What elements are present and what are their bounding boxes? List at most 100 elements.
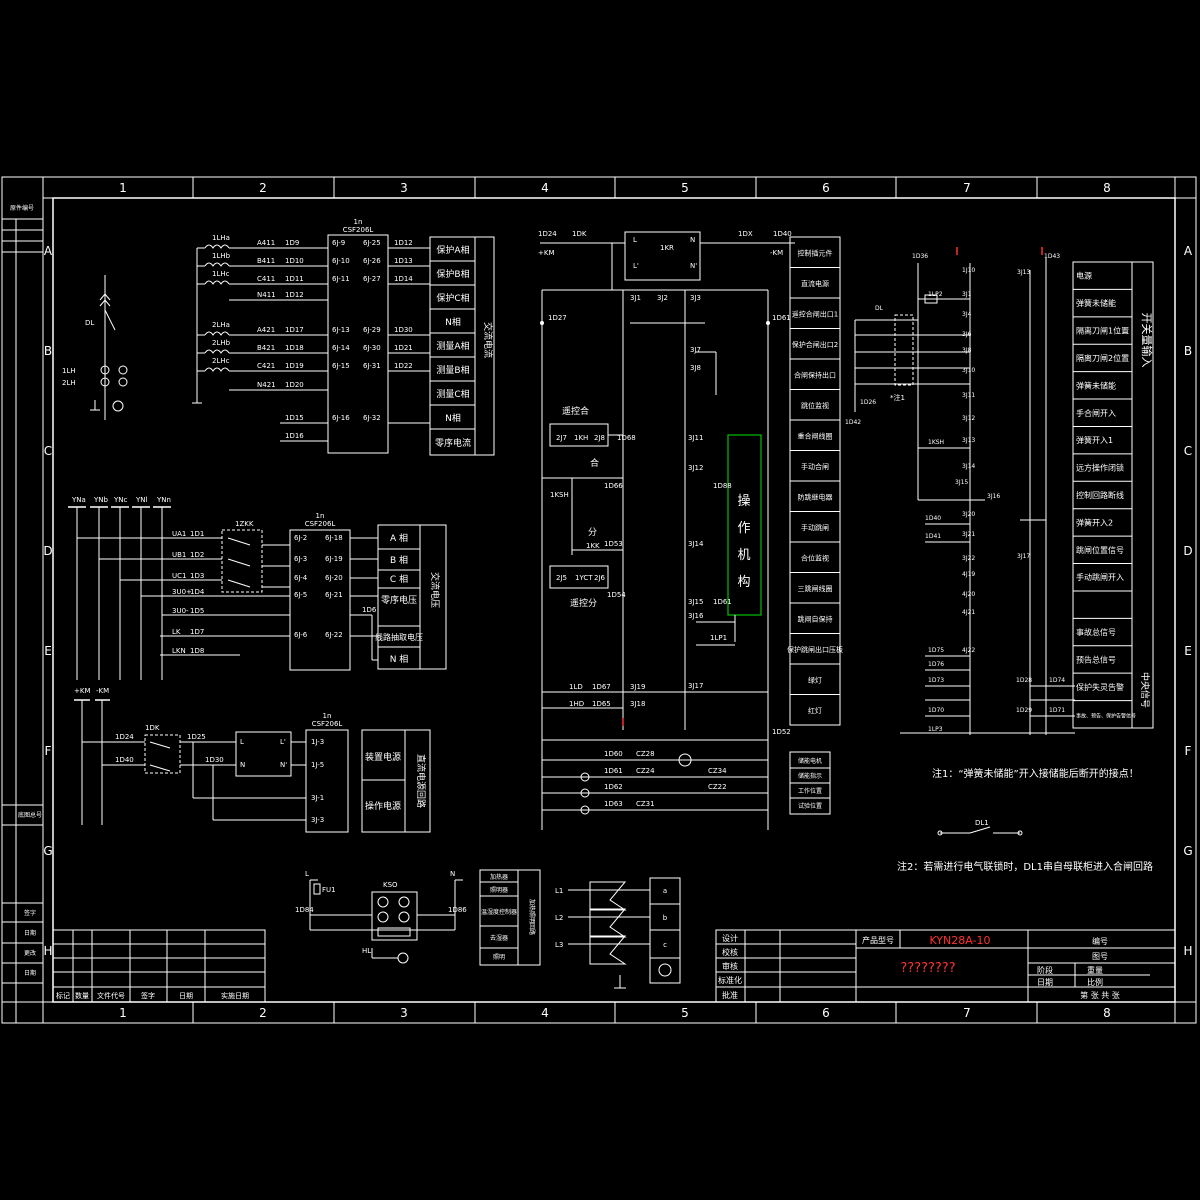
term-label: 1D1	[190, 530, 204, 538]
row-label: G	[1183, 844, 1192, 858]
term-label: 1D36	[912, 253, 928, 260]
node-label: 1D27	[548, 314, 567, 322]
note-mark: *注1	[890, 393, 905, 402]
pin-label: CZ22	[708, 783, 727, 791]
power-pin: N'	[280, 761, 287, 769]
contact-label: 2J7	[556, 434, 567, 442]
table-cell: N 相	[390, 653, 409, 665]
bus-label: YNb	[93, 496, 109, 504]
pin-label: 3J3	[690, 294, 701, 302]
relay-pin: 1J-3	[311, 738, 324, 746]
remote-trip-label: 遥控分	[570, 597, 597, 609]
relay-pin: 3J-1	[311, 794, 324, 802]
column-labels: 1 2 3 4 5 6 7 8 1 2 3 4 5 6 7 8	[119, 177, 1111, 1023]
term-label: 1D6	[362, 606, 377, 614]
node-label: 1D54	[607, 591, 626, 599]
control-table-cell: 三跳闸线圈	[798, 584, 833, 593]
relay-pin: 6J-25	[363, 239, 381, 247]
term-label: 1D26	[860, 399, 876, 406]
table-cell: B 相	[390, 554, 408, 566]
tb-label: 审核	[722, 961, 738, 971]
table-cell: 测量B相	[436, 364, 469, 376]
relay-pin: 6J-32	[363, 414, 381, 422]
ct-label: 2LHc	[212, 357, 230, 365]
table-cell: A 相	[390, 532, 408, 544]
bus-label: -KM	[770, 249, 783, 257]
contact-label: 1LD	[569, 683, 583, 691]
wire-label: UB1	[172, 551, 186, 559]
relay-pin: 6J-3	[294, 555, 307, 563]
mechanism-label: 作	[737, 521, 750, 536]
term-label: 1DX	[738, 230, 753, 238]
tb-label: 图号	[1092, 952, 1108, 961]
table-cell: 保护A相	[436, 244, 469, 256]
binary-table-cell: 弹簧开入1	[1076, 435, 1113, 445]
binary-table-cell: 弹簧未储能	[1076, 380, 1116, 390]
table-cell: 操作电源	[365, 800, 401, 812]
pin-label: 3J1	[630, 294, 641, 302]
binary-table-cell: 弹簧开入2	[1076, 517, 1113, 527]
annunciator-cell: 试验位置	[798, 802, 822, 810]
term-label: 1D28	[1016, 677, 1032, 684]
annunciator-cell: 工作位置	[798, 787, 822, 795]
wire-label: B411	[257, 257, 275, 265]
heater-label: L	[305, 870, 309, 878]
drawing-name: ????????	[900, 961, 955, 976]
col-label: 8	[1103, 1006, 1111, 1020]
term-label: 1D12	[394, 239, 413, 247]
tb-label: 编号	[1092, 936, 1108, 946]
table-cell: 零序电压	[381, 594, 417, 606]
revision-block: 标记 数量 文件代号 签字 日期 实施日期	[52, 929, 266, 1003]
relay-pin: 6J-5	[294, 591, 307, 599]
col-label: 7	[963, 1006, 971, 1020]
term-label: 1D21	[394, 344, 413, 352]
wire-label: C411	[257, 275, 275, 283]
pin-label: 3J6	[962, 331, 972, 338]
pin-label: 3J7	[690, 346, 701, 354]
row-label: B	[44, 344, 52, 358]
col-label: 5	[681, 1006, 689, 1020]
tb-label: 比例	[1087, 977, 1103, 987]
binary-table-cell: 隔离刀闸1位置	[1076, 326, 1129, 336]
power-pin: N	[240, 761, 245, 769]
outer-frame	[1, 176, 1197, 1024]
wire-label: N421	[257, 381, 276, 389]
table-cell: 线路抽取电压	[375, 632, 423, 642]
pin-label: 3J16	[987, 493, 1000, 500]
rev-header: 数量	[75, 991, 89, 1000]
pin-label: 3J13	[962, 437, 975, 444]
table-cell: N相	[445, 316, 461, 328]
row-label: D	[1183, 544, 1192, 558]
term-label: 1D14	[394, 275, 413, 283]
table-side-label: 交流电流	[482, 322, 494, 358]
heater-label: KSO	[383, 881, 398, 889]
control-table-cell: 手动合闸	[801, 462, 829, 471]
ct-label: 1LHa	[212, 234, 230, 242]
pin-label: CZ34	[708, 767, 727, 775]
ct-label: 1LH	[62, 367, 76, 375]
row-label: F	[1185, 744, 1192, 758]
pin-label: 3J14	[688, 540, 704, 548]
group-label-2: 中央信号	[1139, 672, 1151, 708]
side-label: 签字	[24, 909, 36, 917]
term-label: 1D17	[285, 326, 304, 334]
voltage-table: A 相 B 相 C 相 零序电压 线路抽取电压 N 相 交流电压	[375, 524, 447, 670]
tb-label: 产品型号	[862, 935, 894, 945]
group-label: 开关量输入	[1140, 313, 1154, 368]
side-label: 日期	[24, 929, 36, 937]
relay-title: 1n	[316, 512, 325, 520]
box-label: 1KR	[660, 244, 674, 252]
term-label: 1D30	[205, 756, 224, 764]
dc-table: 装置电源 操作电源 直流电源回路	[361, 729, 431, 833]
node-label: 1D67	[592, 683, 611, 691]
relay-pin: 6J-20	[325, 574, 343, 582]
relay-title: 1n	[323, 712, 332, 720]
ct-label: 2LH	[62, 379, 76, 387]
binary-table-cell: 手动跳闸开入	[1076, 572, 1124, 582]
tb-label: 阶段	[1037, 965, 1053, 975]
col-label: 1	[119, 181, 127, 195]
switch-label: 1ZKK	[235, 520, 254, 528]
relay-pin: 6J-10	[332, 257, 350, 265]
col-label: 8	[1103, 181, 1111, 195]
